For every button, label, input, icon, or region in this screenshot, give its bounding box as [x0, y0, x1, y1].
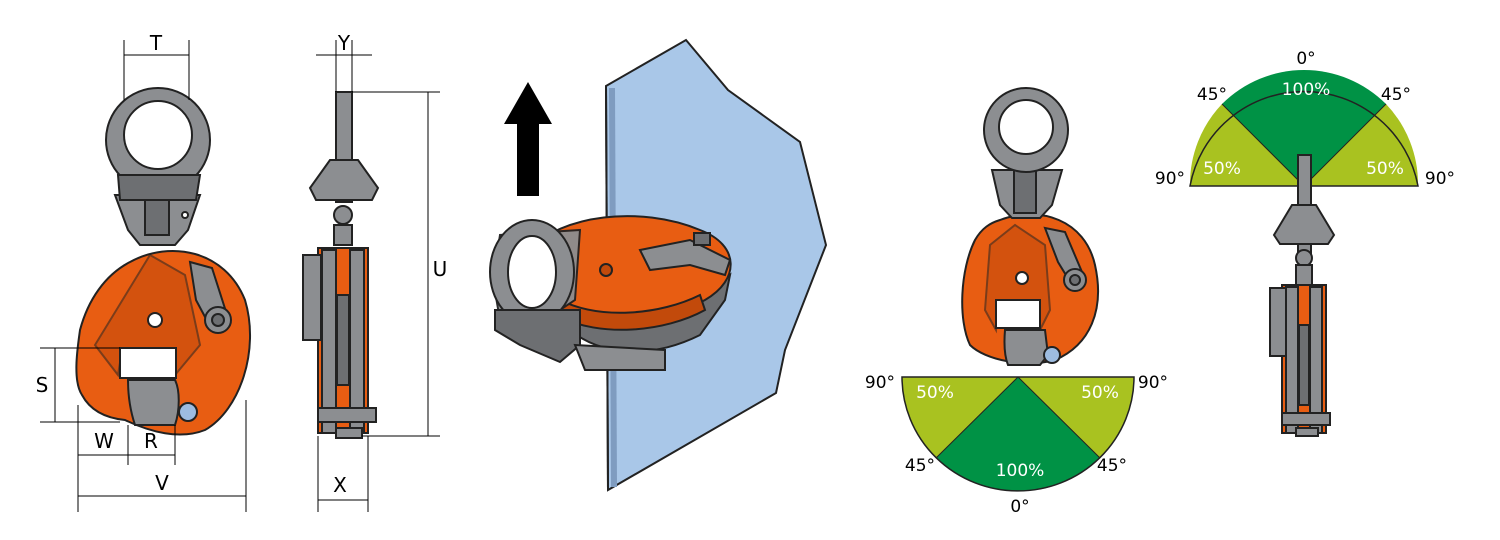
clamp-side-view	[302, 91, 380, 439]
dim-label-R: R	[144, 429, 158, 453]
dimension-V: V	[78, 400, 247, 512]
upper-angle-gauge: 50% 50% 100% 0° 45° 45° 90° 90°	[1155, 49, 1455, 189]
dimension-W: W	[77, 405, 176, 512]
upper-angle-right-diag: 45°	[1381, 85, 1411, 105]
upper-angle-top: 0°	[1296, 49, 1315, 69]
dim-label-S: S	[36, 373, 49, 397]
clamp-gauge-side	[1269, 154, 1336, 437]
dim-label-T: T	[149, 31, 163, 55]
dim-label-W: W	[94, 429, 114, 453]
lower-angle-right: 90°	[1138, 373, 1168, 393]
lift-direction-arrow-icon	[504, 82, 552, 196]
dim-label-V: V	[155, 471, 169, 495]
lower-angle-right-diag: 45°	[1097, 456, 1127, 476]
dimension-Y: Y	[316, 31, 372, 92]
upper-pct-center: 100%	[1282, 80, 1331, 100]
dim-label-X: X	[333, 473, 347, 497]
lower-pct-right: 50%	[1081, 383, 1119, 403]
lower-angle-left-diag: 45°	[905, 456, 935, 476]
dimension-R: R	[128, 429, 175, 456]
upper-pct-left: 50%	[1203, 159, 1241, 179]
lower-pct-center: 100%	[996, 461, 1045, 481]
clamp-isometric	[489, 215, 732, 371]
lower-angle-bottom: 0°	[1010, 497, 1029, 517]
dimension-S: S	[36, 347, 120, 423]
lower-angle-gauge: 50% 50% 100% 90° 90° 45° 45° 0°	[865, 373, 1168, 517]
clamp-front-view	[75, 87, 252, 436]
dim-label-Y: Y	[337, 31, 351, 55]
dimension-X: X	[317, 436, 369, 512]
clamp-gauge-vertical	[961, 87, 1099, 366]
dim-label-U: U	[433, 257, 448, 281]
upper-angle-left-diag: 45°	[1197, 85, 1227, 105]
dimension-T: T	[123, 31, 190, 100]
lower-angle-left: 90°	[865, 373, 895, 393]
upper-angle-left: 90°	[1155, 169, 1185, 189]
dimension-U: U	[352, 91, 448, 437]
lower-pct-left: 50%	[916, 383, 954, 403]
upper-pct-right: 50%	[1366, 159, 1404, 179]
upper-angle-right: 90°	[1425, 169, 1455, 189]
